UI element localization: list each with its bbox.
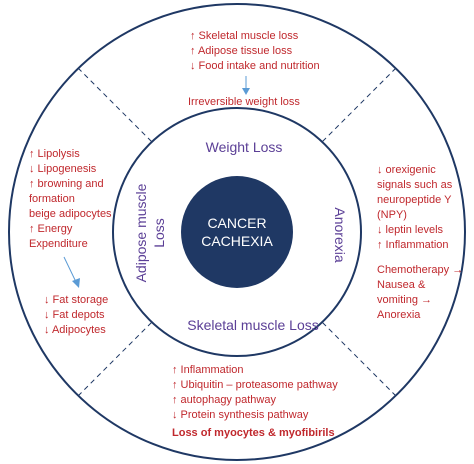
left-result-item: ↓ Fat storage bbox=[44, 294, 108, 306]
left-item: ↑ Lipolysis bbox=[29, 148, 80, 160]
bottom-section: ↑ Inflammation ↑ Ubiquitin – proteasome … bbox=[172, 364, 338, 439]
top-item: ↑ Adipose tissue loss bbox=[190, 45, 293, 57]
left-section: ↑ Lipolysis ↓ Lipogenesis ↑ browning and… bbox=[29, 148, 112, 336]
left-item: ↓ Lipogenesis bbox=[29, 163, 97, 175]
skeletal-muscle-loss-label: Skeletal muscle Loss bbox=[187, 317, 319, 333]
top-item: ↑ Skeletal muscle loss bbox=[190, 30, 299, 42]
right-item: ↓ orexigenic bbox=[377, 164, 436, 176]
left-result-item: ↓ Adipocytes bbox=[44, 324, 106, 336]
bottom-item: ↑ Ubiquitin – proteasome pathway bbox=[172, 379, 338, 391]
left-item: ↑ browning and bbox=[29, 178, 104, 190]
adipose-muscle-loss-label: Adipose muscle Loss bbox=[133, 183, 167, 282]
left-item: Expenditure bbox=[29, 238, 88, 250]
right-chemo-item: Chemotherapy → bbox=[377, 264, 463, 276]
left-item: formation bbox=[29, 193, 75, 205]
right-chemo-item: Anorexia bbox=[377, 309, 421, 321]
top-arrow-head bbox=[242, 88, 250, 95]
bottom-result: Loss of myocytes & myofibirils bbox=[172, 427, 335, 439]
center-title-line1: CANCER bbox=[207, 215, 266, 231]
top-item: ↓ Food intake and nutrition bbox=[190, 60, 320, 72]
left-item: ↑ Energy bbox=[29, 223, 73, 235]
right-section: ↓ orexigenic signals such as neuropeptid… bbox=[377, 164, 463, 321]
right-chemo-item: Nausea & bbox=[377, 279, 426, 291]
right-item: signals such as bbox=[377, 179, 453, 191]
right-item: ↓ leptin levels bbox=[377, 224, 444, 236]
left-arrow bbox=[63, 256, 77, 283]
weight-loss-label: Weight Loss bbox=[206, 139, 283, 155]
right-chemo-item: vomiting → bbox=[377, 294, 432, 306]
top-result: Irreversible weight loss bbox=[188, 96, 300, 108]
top-section: ↑ Skeletal muscle loss ↑ Adipose tissue … bbox=[188, 30, 320, 108]
bottom-item: ↓ Protein synthesis pathway bbox=[172, 409, 309, 421]
right-item: neuropeptide Y bbox=[377, 194, 452, 206]
left-item: beige adipocytes bbox=[29, 208, 112, 220]
left-arrow-head bbox=[72, 278, 80, 288]
bottom-item: ↑ autophagy pathway bbox=[172, 394, 276, 406]
right-item: (NPY) bbox=[377, 209, 407, 221]
adipose-label-line2: Loss bbox=[151, 218, 167, 248]
bottom-item: ↑ Inflammation bbox=[172, 364, 244, 376]
left-result-item: ↓ Fat depots bbox=[44, 309, 105, 321]
center-disc bbox=[181, 176, 293, 288]
anorexia-label: Anorexia bbox=[332, 207, 348, 262]
right-item: ↑ Inflammation bbox=[377, 239, 449, 251]
adipose-label-line1: Adipose muscle bbox=[133, 183, 149, 282]
center-title-line2: CACHEXIA bbox=[201, 233, 273, 249]
